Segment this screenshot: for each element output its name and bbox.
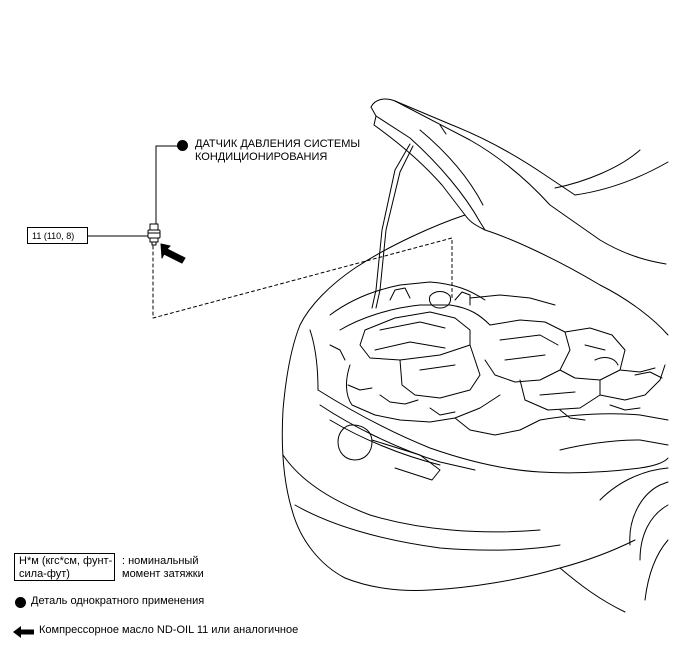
legend-torque-unit-line1: Н*м (кгс*см, фунт- bbox=[19, 555, 113, 567]
legend-single-use-text: Деталь однократного применения bbox=[31, 595, 205, 607]
engine-components bbox=[329, 281, 666, 436]
apply-oil-arrow-icon bbox=[160, 243, 186, 264]
single-use-marker-icon bbox=[177, 140, 188, 151]
legend-torque-unit-line2: сила-фут) bbox=[19, 568, 70, 580]
legend-single-use-icon bbox=[15, 597, 26, 608]
sensor-leader-line bbox=[155, 145, 179, 226]
sensor-label-line1: ДАТЧИК ДАВЛЕНИЯ СИСТЕМЫ bbox=[195, 138, 361, 150]
pressure-sensor-part bbox=[147, 223, 161, 246]
location-dashed-line bbox=[152, 237, 453, 319]
legend-torque-description: : номинальный момент затяжки bbox=[122, 555, 204, 581]
torque-value-box: 11 (110, 8) bbox=[27, 227, 88, 244]
legend-torque-desc-line1: : номинальный bbox=[122, 555, 199, 567]
legend-oil-text: Компрессорное масло ND-OIL 11 или аналог… bbox=[39, 624, 299, 636]
sensor-label-line2: КОНДИЦИОНИРОВАНИЯ bbox=[195, 151, 328, 163]
sensor-label: ДАТЧИК ДАВЛЕНИЯ СИСТЕМЫ КОНДИЦИОНИРОВАНИ… bbox=[195, 138, 360, 164]
vehicle-hood bbox=[370, 98, 669, 309]
legend-oil-arrow-icon bbox=[13, 626, 34, 638]
legend-torque-desc-line2: момент затяжки bbox=[122, 568, 204, 580]
legend-torque-unit-box: Н*м (кгс*см, фунт- сила-фут) bbox=[14, 553, 115, 581]
vehicle-body bbox=[281, 214, 669, 613]
